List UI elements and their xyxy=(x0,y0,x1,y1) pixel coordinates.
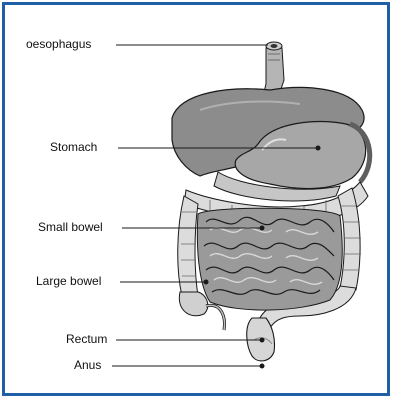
label-small-bowel: Small bowel xyxy=(38,220,103,234)
label-oesophagus: oesophagus xyxy=(26,37,91,51)
label-rectum: Rectum xyxy=(66,332,107,346)
label-anus: Anus xyxy=(74,358,101,372)
small-bowel-shape xyxy=(197,208,342,310)
label-stomach: Stomach xyxy=(50,140,97,154)
label-large-bowel: Large bowel xyxy=(36,274,101,288)
